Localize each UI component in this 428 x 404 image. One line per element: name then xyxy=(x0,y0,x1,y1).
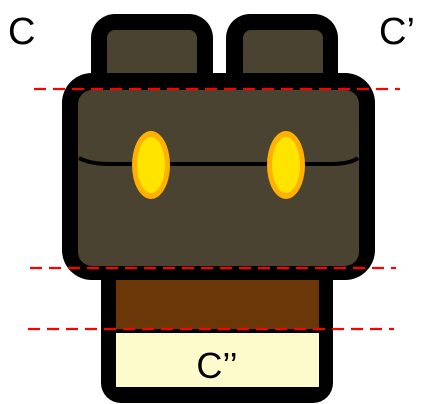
main-body xyxy=(62,73,375,280)
left-eye-inner xyxy=(137,137,165,193)
left-eye xyxy=(132,131,170,199)
label-c-double-prime: C’’ xyxy=(196,345,237,386)
cream-block xyxy=(116,333,319,387)
label-c: C xyxy=(8,11,35,53)
guide-lines xyxy=(28,87,400,331)
main-body-fill xyxy=(78,90,359,266)
bottom-stack xyxy=(101,255,333,403)
right-eye xyxy=(267,131,305,199)
label-c-prime: C’ xyxy=(379,11,415,53)
body-seam-line xyxy=(78,156,360,166)
right-eye-inner xyxy=(272,137,300,193)
